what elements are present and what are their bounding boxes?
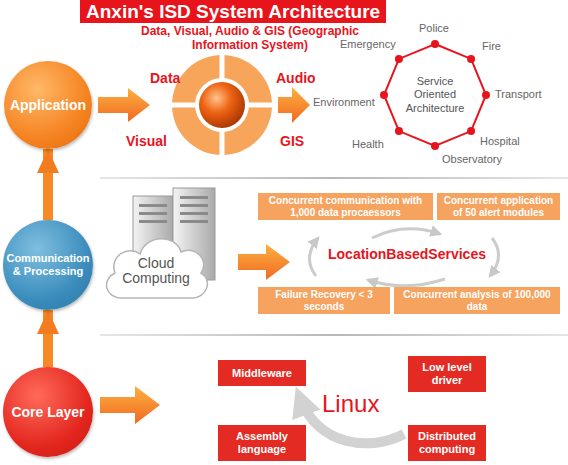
feature-box: Failure Recovery < 3 seconds [258, 287, 390, 314]
quadrant-label: Audio [276, 70, 316, 86]
curved-arrow [300, 398, 404, 443]
layer-circle: Application [4, 61, 92, 149]
service-label: Health [352, 138, 384, 150]
soa-octagon: Service Oriented Architecture [380, 40, 490, 150]
separator-line [100, 334, 568, 336]
block-arrow [100, 386, 160, 424]
node-text: Low level driver [411, 361, 483, 386]
quadrant-graphic [172, 55, 272, 155]
node-text: Core Layer [11, 404, 84, 420]
feature-box: Concurrent communication with 1,000 data… [258, 193, 433, 220]
service-heading: LocationBasedServices [328, 246, 486, 262]
feature-box: Concurrent analysis of 100,000 data [394, 287, 560, 314]
node-text: Concurrent application of 50 alert modul… [440, 195, 557, 218]
node-text: Middleware [232, 367, 292, 380]
os-label: Linux [322, 390, 379, 418]
core-box: Middleware [218, 360, 306, 386]
service-label: Transport [495, 88, 542, 100]
service-label: Police [419, 22, 449, 34]
node-text: Distributed computing [411, 430, 483, 455]
vertex-dot [482, 91, 490, 99]
subtitle-text: Data, Visual, Audio & GIS (Geographic In… [140, 24, 360, 53]
core-box: Distributed computing [408, 425, 486, 461]
vertex-dot [395, 55, 403, 63]
block-arrow [278, 87, 310, 123]
service-label: Fire [482, 40, 501, 52]
cloud-shape: Cloud Computing [100, 228, 212, 304]
feature-box: Concurrent application of 50 alert modul… [437, 193, 560, 220]
node-text: Communication & Processing [3, 252, 93, 277]
service-label: Environment [313, 96, 375, 108]
layer-arrow [43, 310, 53, 367]
vertex-dot [431, 40, 439, 48]
block-arrow [98, 88, 150, 122]
cycle-arrows [309, 229, 498, 286]
quadrant-label: Visual [126, 133, 167, 149]
vertex-dot [395, 127, 403, 135]
block-arrow [238, 244, 290, 280]
layer-arrow [43, 149, 53, 220]
node-text: Concurrent communication with 1,000 data… [261, 195, 430, 218]
quadrant-label: GIS [280, 133, 304, 149]
quadrant-label: Data [150, 70, 180, 86]
layer-circle: Core Layer [3, 367, 93, 457]
title-banner: Anxin's ISD System Architecture [80, 0, 386, 23]
vertex-dot [431, 142, 439, 150]
separator-line [100, 177, 568, 179]
vertex-dot [467, 127, 475, 135]
node-text: Cloud Computing [116, 256, 196, 287]
node-text: Concurrent analysis of 100,000 data [397, 289, 557, 312]
node-text: Application [10, 97, 86, 113]
service-label: Hospital [480, 135, 520, 147]
octagon-outline [384, 44, 486, 146]
layer-circle: Communication & Processing [3, 220, 93, 310]
vertex-dot [467, 55, 475, 63]
node-text: Assembly language [221, 430, 303, 455]
service-label: Emergency [340, 38, 396, 50]
service-label: Observatory [442, 153, 502, 165]
core-box: Low level driver [408, 356, 486, 392]
node-text: Service Oriented Architecture [398, 75, 472, 115]
vertex-dot [380, 91, 388, 99]
cloud-outline [107, 239, 208, 298]
node-text: Failure Recovery < 3 seconds [261, 289, 387, 312]
core-box: Assembly language [218, 425, 306, 461]
